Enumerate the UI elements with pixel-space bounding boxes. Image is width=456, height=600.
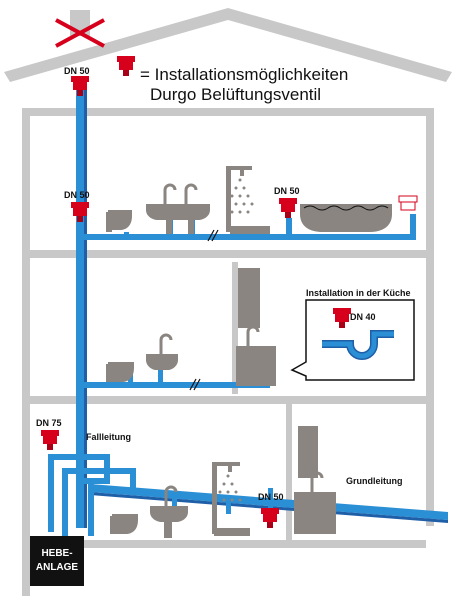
valve-bath-icon [279, 198, 297, 218]
hebe-line2: ANLAGE [36, 562, 79, 573]
shower-pole-ground [212, 462, 217, 534]
kitchen-title: Installation in der Küche [306, 288, 411, 298]
toilet-tank-upper [106, 212, 112, 232]
legend-valve-icon [117, 56, 135, 76]
kitchen-counter [236, 346, 276, 386]
floor-2 [22, 396, 434, 404]
label-fallleitung: Fallleitung [86, 432, 131, 442]
kitchen-cabinet-ground [298, 426, 318, 478]
legend-line2: Durgo Belüftungsventil [150, 85, 321, 104]
label-valve-floor2: DN 50 [64, 190, 90, 200]
right-wall [426, 108, 434, 526]
valves [41, 56, 418, 528]
basement-floor [82, 540, 426, 548]
shower-pole [226, 166, 231, 232]
bathtub [300, 204, 392, 232]
left-wall [22, 108, 30, 596]
hebe-anlage-box [30, 536, 84, 586]
pipes [48, 212, 448, 538]
valve-ground-left-icon [41, 430, 59, 450]
legend-line1: = Installationsmöglichkeiten [140, 65, 348, 84]
kitchen-counter-ground [294, 492, 336, 534]
label-valve-kitchen: DN 40 [350, 312, 376, 322]
shower-tray [230, 226, 270, 234]
kitchen-cabinet-upper [238, 268, 260, 328]
hebe-line1: HEBE- [41, 548, 72, 559]
toilet-upper [108, 210, 132, 230]
label-valve-ground-left: DN 75 [36, 418, 62, 428]
label-valve-ground-mid: DN 50 [258, 492, 284, 502]
sink-middle [146, 354, 178, 370]
shower-tray-ground [214, 528, 250, 536]
label-grundleitung: Grundleitung [346, 476, 403, 486]
no-roof-vent-icon [55, 18, 105, 48]
fixtures [106, 166, 392, 538]
toilet-middle [108, 362, 134, 382]
inner-wall [286, 404, 292, 542]
label-valve-roof: DN 50 [64, 66, 90, 76]
sink-ground [150, 506, 188, 522]
kitchen-inset [290, 299, 415, 381]
shower-spray [218, 178, 254, 502]
floor-1 [22, 250, 434, 258]
double-sink [146, 204, 210, 220]
ceiling-top [22, 108, 434, 116]
valve-ground-mid-icon [261, 508, 279, 528]
bathtub-water [303, 205, 389, 211]
vertical-stack [76, 88, 87, 528]
kitchen-wall [232, 262, 238, 394]
toilet-ground [112, 514, 138, 534]
label-valve-bath: DN 50 [274, 186, 300, 196]
valve-outline-icon [398, 195, 418, 211]
